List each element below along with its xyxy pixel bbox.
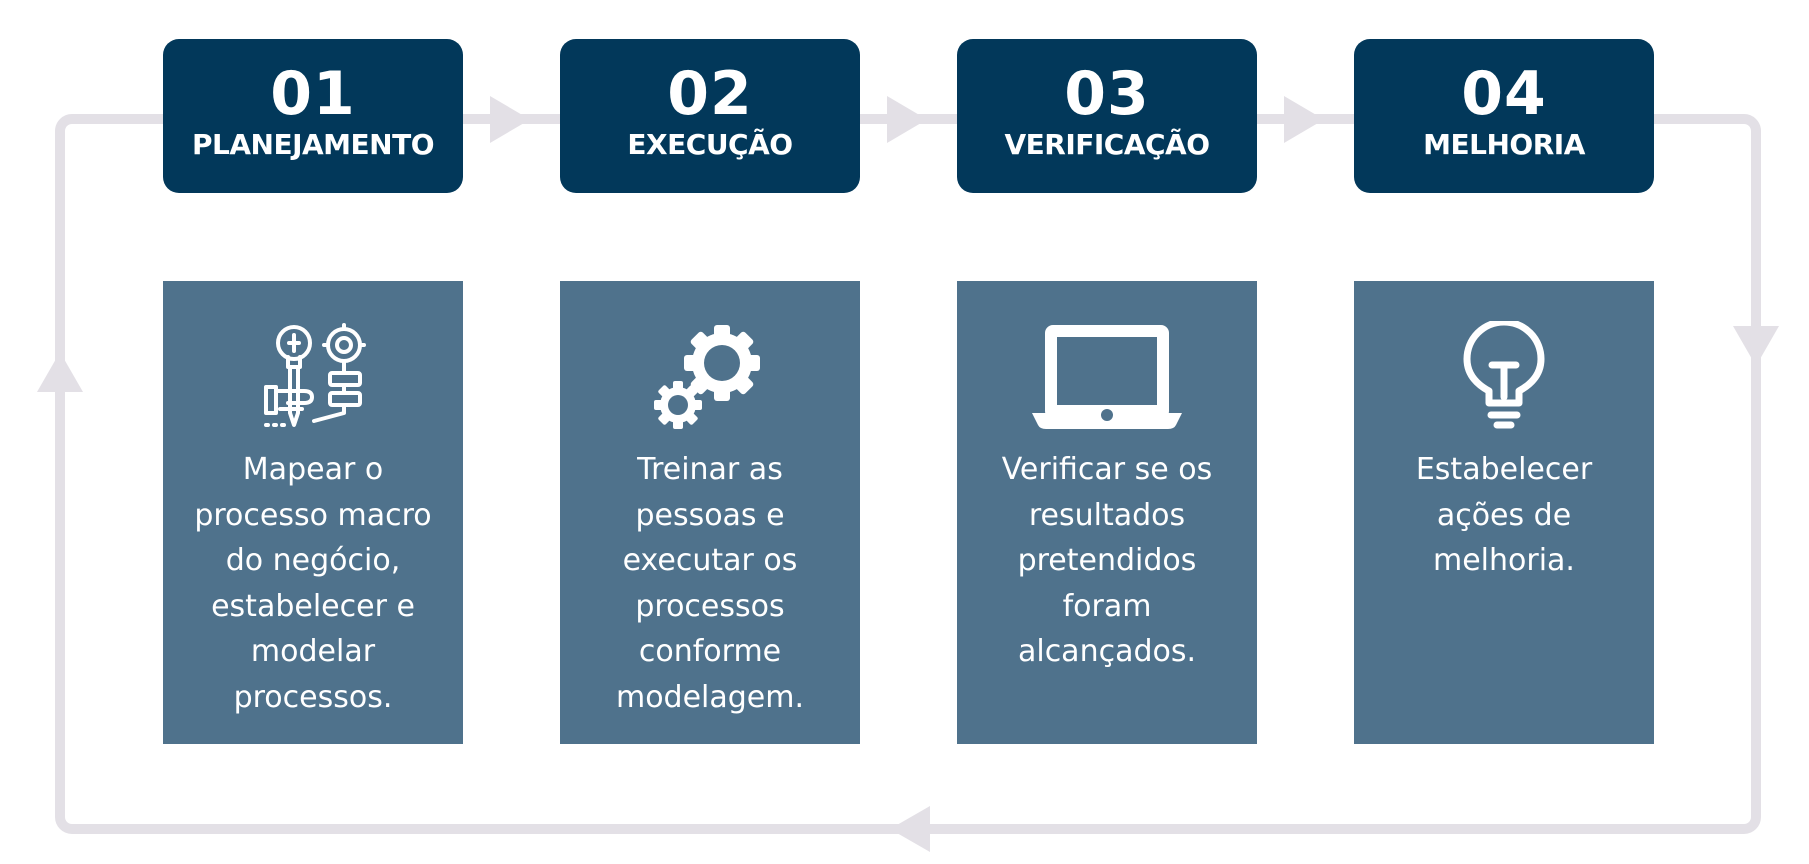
- step-1-card: Mapear o processo macro do negócio, esta…: [163, 281, 463, 744]
- arrow-left-bottom: [890, 806, 930, 852]
- step-4-description: Estabelecer ações de melhoria.: [1415, 452, 1593, 578]
- arrow-right-3: [1284, 96, 1324, 143]
- lightbulb-icon: [1354, 321, 1654, 431]
- idea-hand-gear-icon: [163, 321, 463, 431]
- step-2-number: 02: [667, 59, 753, 129]
- gears-icon: [560, 321, 860, 431]
- step-3-card: Verificar se os resultados pretendidos f…: [957, 281, 1257, 744]
- step-1-title: PLANEJAMENTO: [191, 128, 435, 161]
- arrow-down-right: [1733, 326, 1779, 366]
- step-2-header: 02 EXECUÇÃO: [560, 39, 860, 193]
- step-3-description: Verificar se os resultados pretendidos f…: [1001, 452, 1213, 669]
- arrow-up-left: [37, 352, 83, 392]
- step-4-number: 04: [1461, 59, 1547, 129]
- step-1-header: 01 PLANEJAMENTO: [163, 39, 463, 193]
- laptop-icon: [957, 321, 1257, 431]
- arrow-right-1: [490, 96, 530, 143]
- step-3-title: VERIFICAÇÃO: [1004, 128, 1210, 161]
- step-4-header: 04 MELHORIA: [1354, 39, 1654, 193]
- step-2-title: EXECUÇÃO: [627, 128, 793, 161]
- step-3-header: 03 VERIFICAÇÃO: [957, 39, 1257, 193]
- step-1-number: 01: [270, 59, 356, 129]
- step-2-card: Treinar as pessoas e executar os process…: [560, 281, 860, 744]
- arrow-right-2: [887, 96, 927, 143]
- step-4-title: MELHORIA: [1423, 128, 1585, 161]
- step-4-card: Estabelecer ações de melhoria.: [1354, 281, 1654, 744]
- step-1-description: Mapear o processo macro do negócio, esta…: [194, 452, 432, 715]
- step-3-number: 03: [1064, 59, 1150, 129]
- step-2-description: Treinar as pessoas e executar os process…: [615, 452, 805, 715]
